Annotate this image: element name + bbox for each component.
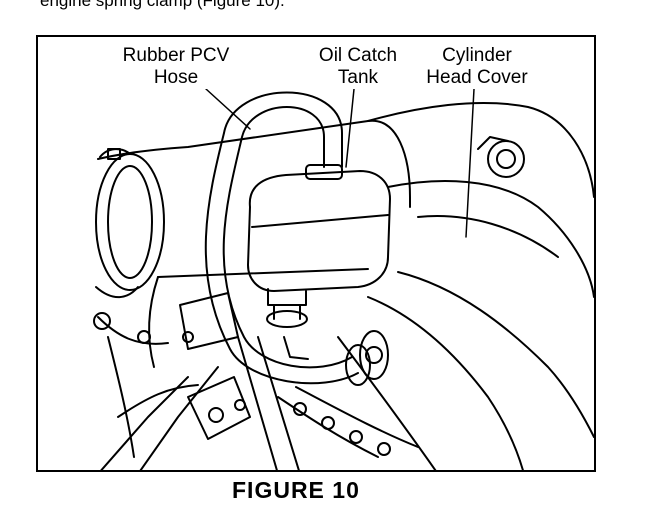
label-rubber-pcv-hose-line-2: Hose — [153, 67, 199, 88]
figure-caption: FIGURE 10 — [232, 477, 360, 503]
label-cylinder-head-cover: Cylinder Head Cover — [416, 45, 538, 89]
label-rubber-pcv-hose-line-1: Rubber PCV — [122, 45, 230, 66]
cutoff-text-line: engine spring clamp (Figure 10). — [40, 0, 285, 10]
intake-duct — [95, 119, 411, 299]
figure-10-illustration: Rubber PCV Hose Oil Catch Tank Cylinder … — [36, 35, 596, 472]
oil-catch-tank-shape — [247, 164, 391, 328]
lower-engine-parts — [93, 276, 437, 470]
label-cylinder-head-cover-line-1: Cylinder — [442, 45, 512, 66]
label-oil-catch-tank-line-1: Oil Catch — [318, 45, 398, 66]
label-cylinder-head-cover-line-2: Head Cover — [426, 67, 528, 88]
label-oil-catch-tank: Oil Catch Tank — [306, 45, 410, 89]
cylinder-head-cover-shape — [367, 101, 594, 470]
engine-line-drawing — [93, 88, 594, 470]
label-rubber-pcv-hose: Rubber PCV Hose — [114, 45, 238, 89]
rubber-pcv-hose-shape — [204, 91, 389, 386]
label-oil-catch-tank-line-2: Tank — [337, 67, 379, 88]
leader-lines — [205, 88, 475, 238]
